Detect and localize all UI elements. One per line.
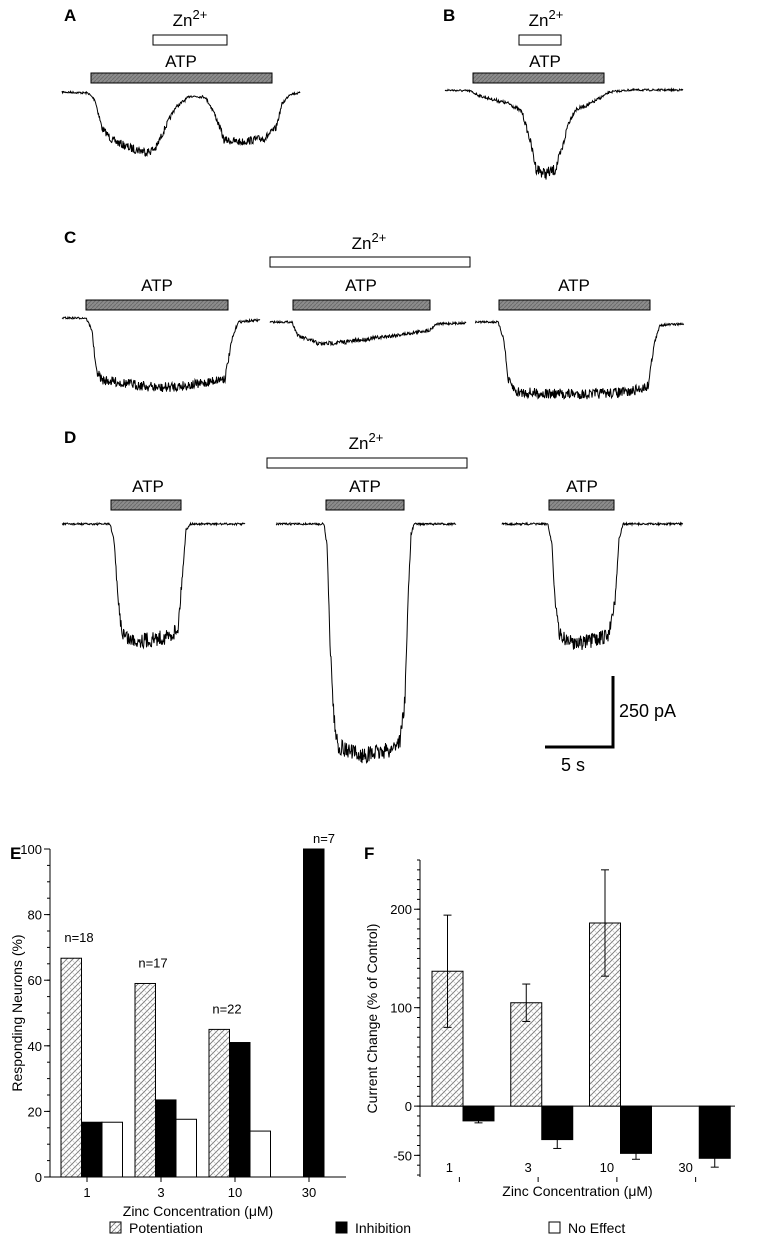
- panel-b-zinc-label: Zn2+: [529, 7, 564, 30]
- bar-inhibition-3: [155, 1099, 177, 1178]
- panel-a: A Zn2+ ATP: [61, 6, 301, 157]
- y-tick-label: 40: [28, 1039, 42, 1054]
- x-tick-label-3: 3: [157, 1185, 164, 1200]
- n-label-10: n=22: [212, 1001, 241, 1016]
- scale-bar-lines: [545, 676, 615, 749]
- panel-c-atp-label-1: ATP: [141, 276, 173, 295]
- panel-d-zinc-label: Zn2+: [349, 430, 384, 453]
- y-tick-label: 100: [20, 842, 42, 857]
- panel-d-zinc-bar: [266, 457, 468, 469]
- panel-d-atp-label-2: ATP: [349, 477, 381, 496]
- bar-inhibition-3: [541, 1105, 574, 1141]
- panel-c: C Zn2+ ATP ATP ATP: [61, 228, 685, 400]
- panel-b-current-trace: [444, 87, 684, 180]
- y-tick-label: 0: [405, 1099, 412, 1114]
- x-axis-label: Zinc Concentration (μM): [502, 1183, 652, 1199]
- panel-b-atp-label: ATP: [529, 52, 561, 71]
- y-axis-label: Current Change (% of Control): [364, 924, 380, 1114]
- panel-d-label: D: [64, 428, 76, 447]
- panel-d-atp-label-3: ATP: [566, 477, 598, 496]
- panel-c-current-trace-3: [474, 319, 685, 400]
- panel-d-atp-bar-2: [325, 499, 405, 511]
- y-tick-label: 0: [35, 1170, 42, 1185]
- x-axis-label: Zinc Concentration (μM): [123, 1203, 273, 1219]
- panel-c-zinc-label: Zn2+: [352, 230, 387, 253]
- panel-a-zinc-bar: [152, 34, 228, 46]
- scale-bar: 250 pA 5 s: [545, 676, 676, 775]
- panel-c-atp-bar-1: [85, 299, 229, 311]
- panel-b: B Zn2+ ATP: [443, 6, 684, 180]
- bar-inhibition-10: [229, 1042, 251, 1178]
- n-label-30: n=7: [313, 831, 335, 846]
- panel-c-current-trace-1: [61, 315, 261, 393]
- bar-potentiation-3: [134, 982, 156, 1178]
- legend-no-effect-label: No Effect: [568, 1220, 625, 1236]
- legend-inhibition-label: Inhibition: [355, 1220, 411, 1236]
- legend: Potentiation Inhibition No Effect: [109, 1220, 625, 1236]
- panel-b-zinc-bar: [518, 34, 562, 46]
- scale-bar-time-label: 5 s: [561, 755, 585, 775]
- panel-a-current-trace: [61, 90, 301, 157]
- legend-potentiation-swatch: [109, 1221, 122, 1234]
- panel-b-label: B: [443, 6, 455, 25]
- panel-d-current-trace-3: [501, 521, 684, 650]
- panel-a-atp-bar: [90, 72, 273, 84]
- panel-c-zinc-bar: [269, 256, 471, 268]
- panel-c-atp-bar-2: [292, 299, 431, 311]
- legend-inhibition-swatch: [335, 1221, 348, 1234]
- y-axis-label: Responding Neurons (%): [9, 934, 25, 1091]
- x-tick-label-10: 10: [228, 1185, 242, 1200]
- panel-c-atp-bar-3: [498, 299, 651, 311]
- panel-d-atp-bar-1: [110, 499, 182, 511]
- panel-c-atp-label-3: ATP: [558, 276, 590, 295]
- x-tick-label-1: 1: [446, 1160, 453, 1175]
- y-tick-label: 20: [28, 1104, 42, 1119]
- x-tick-label-3: 3: [525, 1160, 532, 1175]
- panel-c-label: C: [64, 228, 76, 247]
- y-tick-label: 100: [390, 1001, 412, 1016]
- legend-no-effect-swatch: [548, 1221, 561, 1234]
- x-tick-label-30: 30: [678, 1160, 692, 1175]
- bar-inhibition-1: [462, 1105, 495, 1122]
- x-tick-label-1: 1: [83, 1185, 90, 1200]
- bar-inhibition-30: [303, 848, 325, 1178]
- bar-potentiation-1: [60, 957, 82, 1178]
- panel-d: D Zn2+ ATP ATP ATP: [61, 428, 684, 765]
- x-tick-label-30: 30: [302, 1185, 316, 1200]
- y-tick-label: 200: [390, 902, 412, 917]
- n-label-3: n=17: [138, 955, 167, 970]
- bar-no-effect-10: [249, 1130, 271, 1178]
- y-tick-label: 80: [28, 908, 42, 923]
- panel-a-zinc-label: Zn2+: [173, 7, 208, 30]
- bar-inhibition-30: [698, 1105, 731, 1159]
- bar-no-effect-3: [175, 1118, 197, 1178]
- scale-bar-current-label: 250 pA: [619, 701, 676, 721]
- panel-e-label: E: [10, 844, 21, 863]
- panel-d-atp-bar-3: [548, 499, 615, 511]
- panel-a-label: A: [64, 6, 76, 25]
- panel-d-atp-label-1: ATP: [132, 477, 164, 496]
- bar-no-effect-1: [101, 1121, 123, 1178]
- bar-inhibition-10: [620, 1105, 652, 1154]
- panel-c-atp-label-2: ATP: [345, 276, 377, 295]
- panel-c-current-trace-2: [269, 319, 467, 347]
- n-label-1: n=18: [64, 930, 93, 945]
- x-tick-label-10: 10: [600, 1160, 614, 1175]
- panel-d-current-trace-2: [275, 521, 457, 765]
- bar-potentiation-10: [208, 1028, 230, 1178]
- panel-a-atp-label: ATP: [165, 52, 197, 71]
- panel-e: E 0 20 40 60 80 100 1 n=18 3 n=17 10 n=22 30 n=7Zinc …: [9, 831, 346, 1219]
- bar-inhibition-1: [81, 1121, 103, 1178]
- y-tick-label: -50: [393, 1148, 412, 1163]
- panel-f-label: F: [364, 844, 374, 863]
- y-tick-label: 60: [28, 973, 42, 988]
- panel-b-atp-bar: [472, 72, 605, 84]
- legend-potentiation-label: Potentiation: [129, 1220, 203, 1236]
- panel-d-current-trace-1: [61, 521, 246, 650]
